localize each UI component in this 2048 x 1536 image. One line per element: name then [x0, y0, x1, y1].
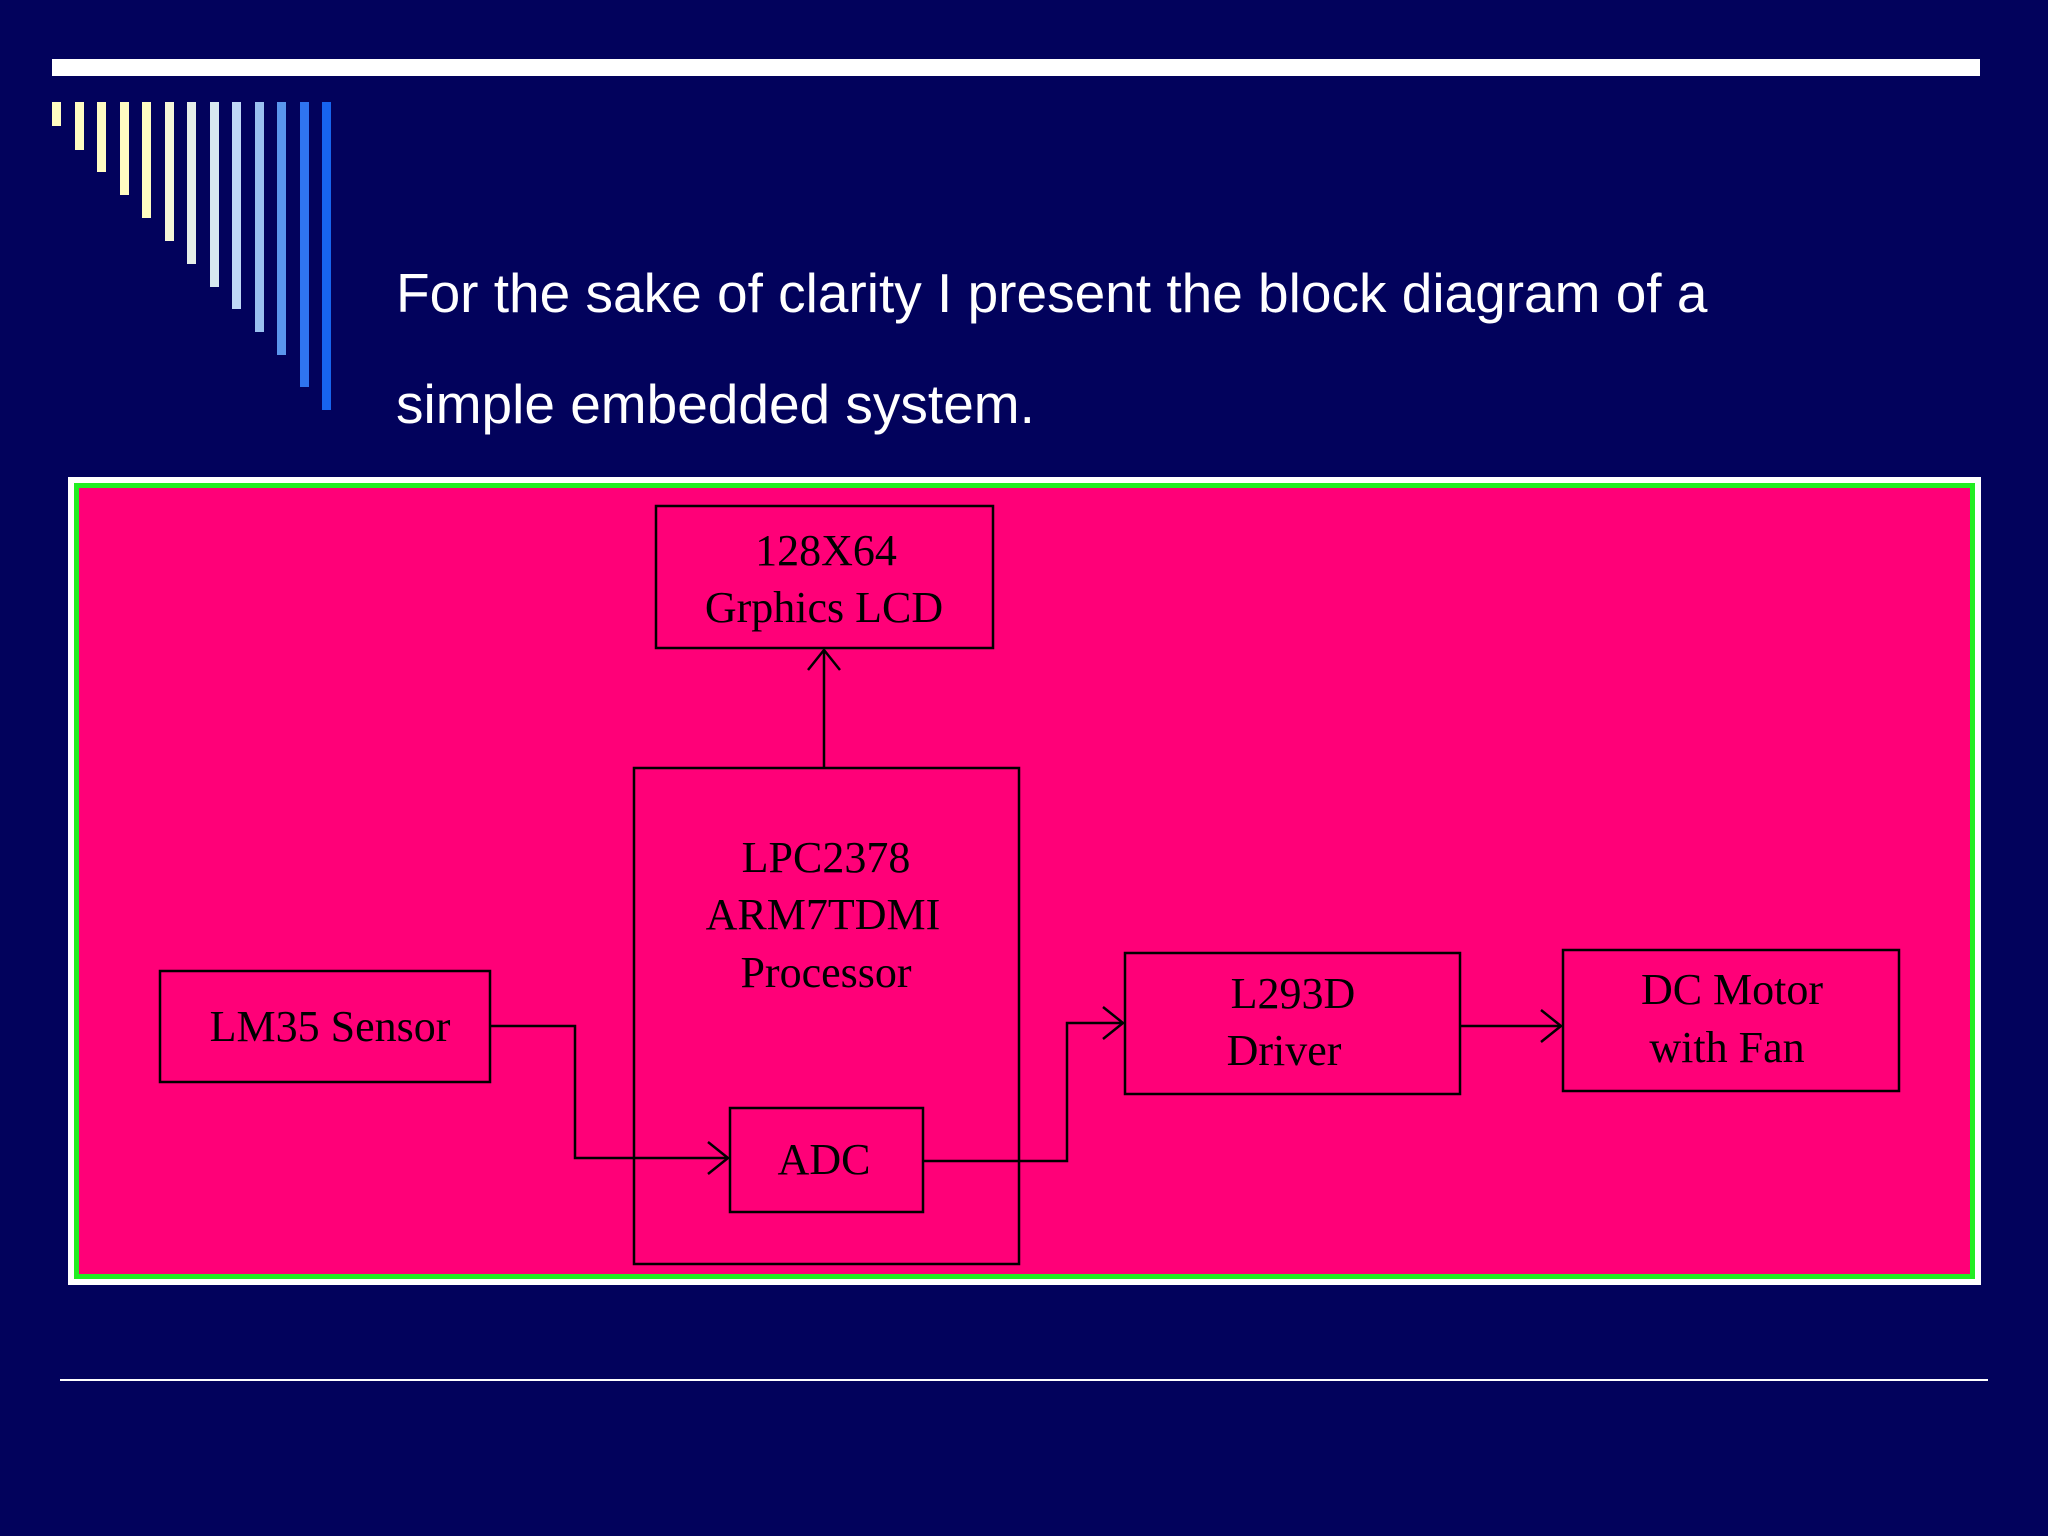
stripe — [187, 102, 196, 264]
arrowhead-driver — [1102, 1006, 1126, 1040]
stripe — [97, 102, 106, 172]
stripe — [232, 102, 241, 309]
stripe — [254, 102, 264, 332]
arrowhead-adc — [707, 1141, 731, 1175]
driver-label-line2: Driver — [1227, 1026, 1342, 1075]
stripe — [299, 102, 309, 387]
bottom-rule — [60, 1379, 1988, 1381]
motor-block — [1561, 948, 1901, 1093]
stripe — [277, 102, 286, 355]
stripe — [119, 102, 129, 195]
lcd-block — [654, 504, 995, 650]
diagram-frame — [68, 477, 1981, 1285]
driver-block — [1123, 951, 1462, 1096]
arrowhead-lcd — [807, 647, 841, 671]
stripe — [52, 102, 61, 126]
diagram-panel — [74, 483, 1975, 1279]
processor-label-line3: Processor — [740, 948, 911, 997]
stripe — [142, 102, 151, 218]
stripe — [74, 102, 84, 150]
motor-label-line1: DC Motor — [1641, 965, 1823, 1014]
stripe — [209, 102, 219, 287]
processor-label-line2: ARM7TDMI — [706, 890, 941, 939]
connector-adc-driver — [923, 1021, 1123, 1163]
top-rule — [52, 59, 1980, 76]
sensor-label: LM35 Sensor — [210, 1002, 451, 1051]
lcd-label-line1: 128X64 — [755, 526, 897, 575]
arrowhead-motor — [1540, 1009, 1564, 1043]
driver-label-line1: L293D — [1231, 969, 1356, 1018]
heading-line-2: simple embedded system. — [396, 373, 1035, 435]
stripe — [322, 102, 331, 410]
connector-sensor-adc — [490, 1024, 728, 1160]
stripe — [164, 102, 174, 241]
slide-heading: For the sake of clarity I present the bl… — [396, 238, 1956, 460]
lcd-label-line2: Grphics LCD — [705, 583, 943, 632]
decorative-stripes — [52, 102, 342, 422]
processor-block — [632, 766, 1021, 1266]
adc-label: ADC — [778, 1135, 871, 1184]
processor-label-line1: LPC2378 — [742, 833, 911, 882]
heading-line-1: For the sake of clarity I present the bl… — [396, 262, 1708, 324]
motor-label-line2: with Fan — [1649, 1023, 1804, 1072]
